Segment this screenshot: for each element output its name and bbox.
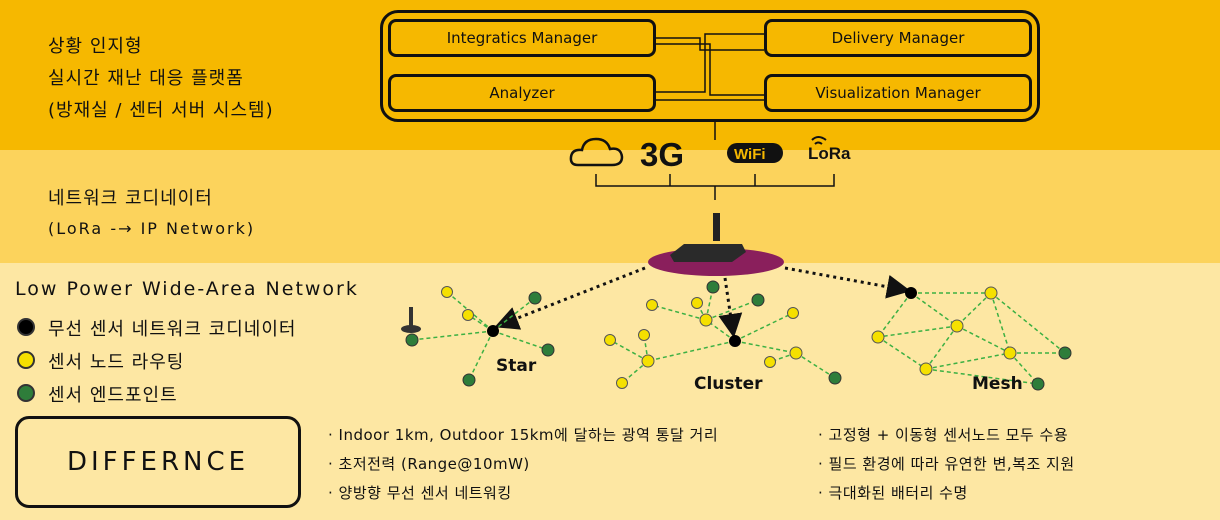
platform-line-2: 실시간 재난 대응 플랫폼 [48,68,244,89]
network-bracket [595,174,835,200]
visualization-manager-box: Visualization Manager [764,74,1032,112]
cluster-label: Cluster [694,374,763,394]
gateway-antenna [713,213,720,241]
difference-right-1: · 고정형 + 이동형 센서노드 모두 수용 [818,426,1069,444]
legend-endpoint-dot [17,384,35,402]
platform-line-3: (방재실 / 센터 서버 시스템) [48,100,274,121]
arrow-to-star [494,266,646,330]
bracket-line [595,174,835,187]
svg-text:LoRa: LoRa [808,144,851,163]
integratics-manager-box: Integratics Manager [388,19,656,57]
difference-box: DIFFERNCE [15,416,301,508]
lpwan-title: Low Power Wide-Area Network [15,278,359,300]
arrow-to-cluster [718,277,743,338]
difference-right-2: · 필드 환경에 따라 유연한 변,복조 지원 [818,455,1075,473]
difference-right-3: · 극대화된 배터리 수명 [818,484,968,502]
difference-left-2: · 초저전력 (Range@10mW) [328,455,530,473]
coordinator-line-2: (LoRa -→ IP Network) [48,219,256,238]
star-topology [401,286,555,387]
gateway-router-icon [670,244,746,262]
arrow-to-mesh [784,266,911,299]
mesh-topology [871,286,1072,391]
server-system-box [380,10,1040,122]
analyzer-box: Analyzer [388,74,656,112]
platform-line-1: 상황 인지형 [48,36,143,57]
star-label: Star [496,356,537,376]
coordinator-layer-band [0,150,1220,263]
difference-left-3: · 양방향 무선 센서 네트워킹 [328,484,512,502]
3g-icon: 3G [640,136,684,173]
cluster-topology [604,280,842,389]
legend-coordinator-dot [17,318,35,336]
connector-analyzer-delivery [656,33,764,93]
mesh-label: Mesh [972,374,1023,394]
legend-routing-label: 센서 노드 라우팅 [48,352,185,373]
lora-icon: LoRa [808,136,851,163]
lpwan-layer-band [0,263,1220,520]
connector-integratics-visualization [656,43,764,96]
legend-endpoint-label: 센서 엔드포인트 [48,385,178,406]
uplink-arrows [494,266,911,338]
coordinator-line-1: 네트워크 코디네이터 [48,188,213,209]
gateway-device [648,213,784,276]
svg-text:WiFi: WiFi [734,146,766,163]
delivery-manager-box: Delivery Manager [764,19,1032,57]
legend-routing-dot [17,351,35,369]
manager-connectors [656,33,764,140]
cloud-icon [569,137,624,167]
wifi-icon: WiFi [727,143,783,163]
difference-left-1: · Indoor 1km, Outdoor 15km에 달하는 광역 통달 거리 [328,426,719,444]
legend-coordinator-label: 무선 센서 네트워크 코디네이터 [48,319,297,340]
sensor-antenna-icon [401,307,421,333]
